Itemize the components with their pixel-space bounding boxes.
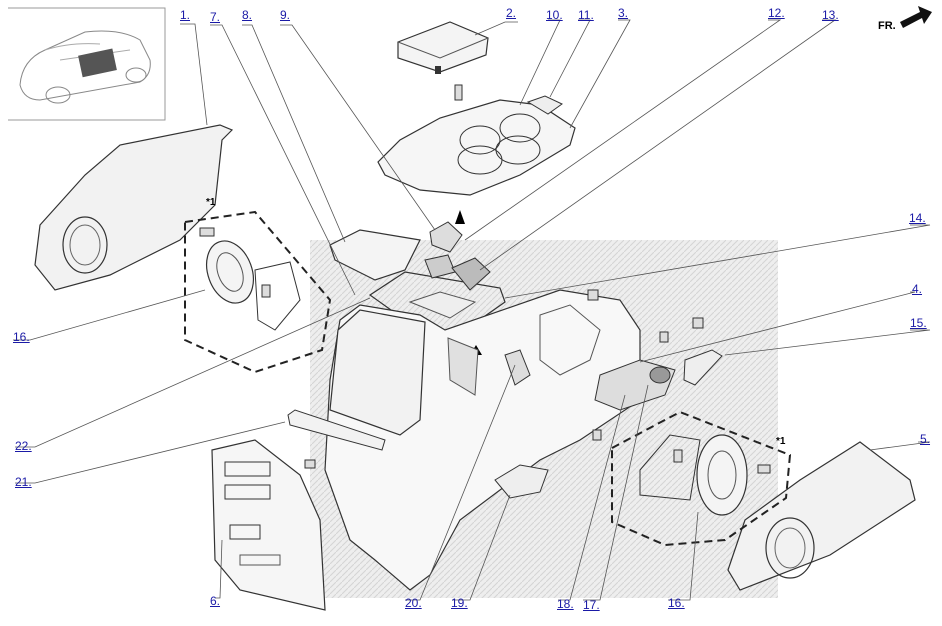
right-side-panel xyxy=(727,441,916,591)
switch-knob xyxy=(429,221,463,253)
callout-16-left[interactable]: 16. xyxy=(13,330,30,344)
rear-vent-panel xyxy=(211,439,326,611)
callout-12[interactable]: 12. xyxy=(768,6,785,20)
callout-2[interactable]: 2. xyxy=(506,6,517,20)
upper-cupholder-panel xyxy=(377,99,576,196)
callout-15[interactable]: 15. xyxy=(910,316,927,330)
storage-tray xyxy=(329,229,421,281)
callout-9[interactable]: 9. xyxy=(280,8,291,22)
callout-19[interactable]: 19. xyxy=(451,596,468,610)
callout-22[interactable]: 22. xyxy=(15,439,32,453)
callout-20[interactable]: 20. xyxy=(405,596,422,610)
leader-lines xyxy=(13,19,931,601)
screw-left xyxy=(199,227,215,237)
callout-8[interactable]: 8. xyxy=(242,8,253,22)
clip-b xyxy=(592,429,602,441)
screw-right xyxy=(757,464,771,474)
armrest xyxy=(329,309,426,436)
callout-1[interactable]: 1. xyxy=(180,8,191,22)
clip-a xyxy=(659,331,669,343)
callout-16-right[interactable]: 16. xyxy=(668,596,685,610)
bolt-left xyxy=(261,284,271,298)
callout-13[interactable]: 13. xyxy=(822,8,839,22)
grommet-a xyxy=(587,289,599,301)
group-note-left: *1 xyxy=(206,197,216,208)
small-cover xyxy=(526,95,563,115)
callout-17[interactable]: 17. xyxy=(583,598,600,612)
callout-10[interactable]: 10. xyxy=(546,8,563,22)
bolt-top xyxy=(454,84,463,101)
callout-6[interactable]: 6. xyxy=(210,594,221,608)
front-direction-label: FR. xyxy=(878,20,896,32)
callout-7[interactable]: 7. xyxy=(210,10,221,24)
console-lid xyxy=(397,21,489,73)
callout-3[interactable]: 3. xyxy=(618,6,629,20)
vehicle-locator-inset xyxy=(8,7,166,121)
front-bracket xyxy=(287,409,386,451)
group-note-right: *1 xyxy=(776,436,786,447)
grommet-b xyxy=(692,317,704,329)
side-connector xyxy=(683,349,723,386)
front-arrow-icon xyxy=(900,6,932,28)
switch-base xyxy=(451,257,491,291)
callout-4[interactable]: 4. xyxy=(912,282,923,296)
callout-18[interactable]: 18. xyxy=(557,597,574,611)
lower-bracket xyxy=(494,464,549,499)
callout-14[interactable]: 14. xyxy=(909,211,926,225)
callout-11[interactable]: 11. xyxy=(578,8,594,22)
clip-c xyxy=(304,459,316,469)
right-speaker-group xyxy=(611,410,792,547)
left-side-panel xyxy=(34,124,234,291)
callout-5[interactable]: 5. xyxy=(920,432,931,446)
bolt-right xyxy=(673,449,683,463)
callout-21[interactable]: 21. xyxy=(15,475,32,489)
left-speaker-group xyxy=(184,210,332,374)
